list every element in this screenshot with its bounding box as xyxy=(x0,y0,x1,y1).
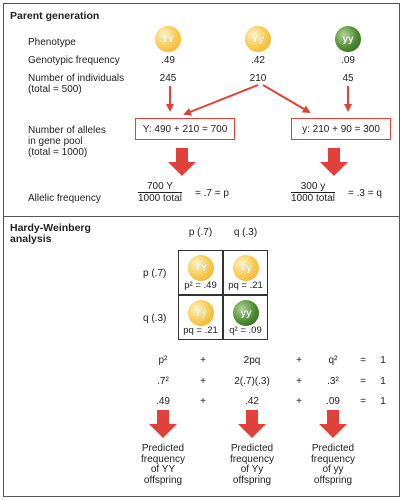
hw-title-line1: Hardy-Weinberg xyxy=(10,222,91,234)
allele-box-Y: Y: 490 + 210 = 700 xyxy=(135,118,235,140)
alleles-label-line3: (total = 1000) xyxy=(28,147,88,158)
fraction-y-result: = .3 = q xyxy=(348,188,382,199)
fraction-y: 300 y 1000 total xyxy=(291,181,335,204)
eq2-term2: 2(.7)(.3) xyxy=(234,376,270,387)
count-Yy: 210 xyxy=(249,73,267,84)
eq2-term1: .7² xyxy=(157,376,169,387)
alleles-label-line1: Number of alleles xyxy=(28,125,106,136)
punnett-cell-Yy-bottom: Yy pq = .21 xyxy=(178,295,223,340)
punnett-cell-yy: yy q² = .09 xyxy=(223,295,268,340)
eq3-result: 1 xyxy=(380,396,386,407)
parent-generation-title: Parent generation xyxy=(10,10,100,22)
eq3-equals: = xyxy=(360,396,366,407)
eq2-plus2: + xyxy=(296,376,302,387)
punnett-cell-YY: YY p² = .49 xyxy=(178,250,223,295)
eq2-term3: .3² xyxy=(327,376,339,387)
block-arrow-Y xyxy=(168,148,196,176)
eq2-plus1: + xyxy=(200,376,206,387)
eq3-plus2: + xyxy=(296,396,302,407)
arrow-Yy-right xyxy=(262,84,311,114)
phenotype-label: Phenotype xyxy=(28,37,76,48)
allele-box-y: y: 210 + 90 = 300 xyxy=(291,118,391,140)
block-arrow-y xyxy=(320,148,348,176)
fraction-y-numerator: 300 y xyxy=(291,181,335,193)
frequency-Yy: .42 xyxy=(251,55,265,66)
block-arrow-predicted-Yy xyxy=(238,410,266,438)
individuals-label: Number of individuals xyxy=(28,73,125,84)
individuals-total: (total = 500) xyxy=(28,84,82,95)
punnett-col-p: p (.7) xyxy=(188,227,213,238)
alleles-label-line2: in gene pool xyxy=(28,136,83,147)
genotype-circle-yy: yy xyxy=(335,26,361,52)
section-divider xyxy=(3,216,400,217)
eq1-term2: 2pq xyxy=(243,355,261,366)
count-YY: 245 xyxy=(159,73,177,84)
eq1-term3: q² xyxy=(328,355,338,366)
punnett-circle-Yy-bottom: Yy xyxy=(188,300,214,326)
punnett-label-Yy-bottom: pq = .21 xyxy=(183,325,218,336)
count-yy: 45 xyxy=(342,73,354,84)
figure-frame xyxy=(3,3,400,497)
block-arrow-predicted-yy xyxy=(319,410,347,438)
eq2-result: 1 xyxy=(380,376,386,387)
eq3-plus1: + xyxy=(200,396,206,407)
punnett-label-YY: p² = .49 xyxy=(184,280,217,291)
genotype-circle-Yy: Yy xyxy=(245,26,271,52)
frequency-yy: .09 xyxy=(341,55,355,66)
punnett-row-p: p (.7) xyxy=(143,268,167,279)
punnett-circle-Yy-top: Yy xyxy=(233,255,259,281)
eq2-equals: = xyxy=(360,376,366,387)
punnett-label-Yy-top: pq = .21 xyxy=(228,280,263,291)
eq1-plus2: + xyxy=(296,355,302,366)
eq1-result: 1 xyxy=(380,355,386,366)
eq3-term2: .42 xyxy=(245,396,259,407)
punnett-col-q: q (.3) xyxy=(233,227,258,238)
punnett-label-yy: q² = .09 xyxy=(229,325,262,336)
eq1-term1: p² xyxy=(158,355,168,366)
fraction-y-denominator: 1000 total xyxy=(291,193,335,204)
eq1-equals: = xyxy=(360,355,366,366)
eq3-term3: .09 xyxy=(326,396,340,407)
genotype-circle-YY: YY xyxy=(155,26,181,52)
arrow-Yy-left xyxy=(183,84,259,116)
fraction-Y-numerator: 700 Y xyxy=(138,181,182,193)
eq3-term1: .49 xyxy=(156,396,170,407)
frequency-YY: .49 xyxy=(161,55,175,66)
punnett-circle-YY: YY xyxy=(188,255,214,281)
punnett-cell-Yy-top: Yy pq = .21 xyxy=(223,250,268,295)
punnett-circle-yy: yy xyxy=(233,300,259,326)
allelic-frequency-label: Allelic frequency xyxy=(28,193,101,204)
genotypic-frequency-label: Genotypic frequency xyxy=(28,55,120,66)
eq1-plus1: + xyxy=(200,355,206,366)
block-arrow-predicted-YY xyxy=(149,410,177,438)
fraction-Y-result: = .7 = p xyxy=(195,188,229,199)
fraction-Y-denominator: 1000 total xyxy=(138,193,182,204)
fraction-Y: 700 Y 1000 total xyxy=(138,181,182,204)
hw-title-line2: analysis xyxy=(10,233,52,245)
punnett-row-q: q (.3) xyxy=(143,313,167,324)
